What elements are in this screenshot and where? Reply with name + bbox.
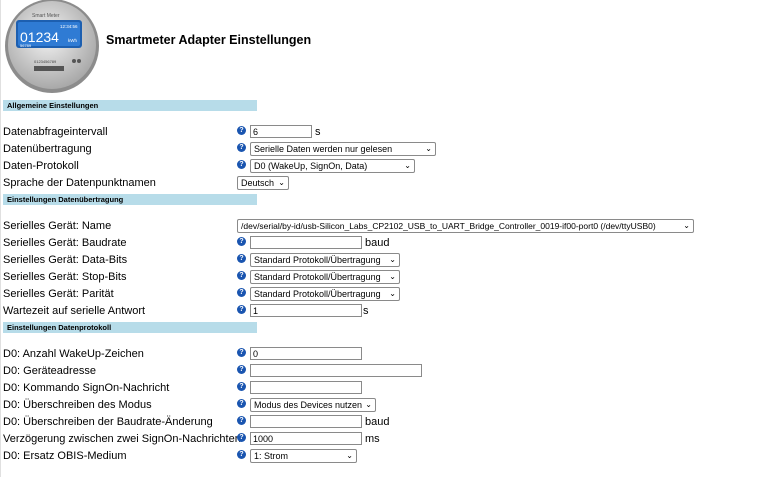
baud-unit: baud (365, 237, 390, 249)
wait-unit: s (363, 305, 369, 317)
smartmeter-logo: Smart Meter 12:34:56 01234 kWh 56789 012… (5, 0, 99, 93)
parity-label: Serielles Gerät: Parität (3, 288, 114, 300)
section-general: Allgemeine Einstellungen (3, 100, 257, 111)
delay-unit: ms (365, 433, 380, 445)
help-icon[interactable]: ? (237, 399, 246, 408)
help-icon[interactable]: ? (237, 433, 246, 442)
language-select-value: Deutsch (241, 178, 275, 188)
stopbits-select[interactable]: Standard Protokoll/Übertragung ⌄ (250, 270, 400, 284)
transfer-label: Datenübertragung (3, 143, 92, 155)
svg-text:56789: 56789 (20, 43, 32, 48)
mode-select-value: Modus des Devices nutzen (254, 400, 363, 410)
baudchange-label: D0: Überschreiben der Baudrate-Änderung (3, 416, 213, 428)
delay-label: Verzögerung zwischen zwei SignOn-Nachric… (3, 433, 241, 445)
language-select[interactable]: Deutsch⌄ (237, 176, 289, 190)
help-icon[interactable]: ? (237, 254, 246, 263)
device-select[interactable]: /dev/serial/by-id/usb-Silicon_Labs_CP210… (237, 219, 694, 233)
protocol-label: Daten-Protokoll (3, 160, 79, 172)
obis-label: D0: Ersatz OBIS-Medium (3, 450, 127, 462)
wakeup-input[interactable] (250, 347, 362, 360)
mode-select[interactable]: Modus des Devices nutzen⌄ (250, 398, 376, 412)
chevron-down-icon: ⌄ (365, 400, 372, 409)
section-protocol: Einstellungen Datenprotokoll (3, 322, 257, 333)
device-select-value: /dev/serial/by-id/usb-Silicon_Labs_CP210… (241, 221, 656, 231)
delay-input[interactable] (250, 432, 362, 445)
chevron-down-icon: ⌄ (389, 289, 396, 298)
baud-input[interactable] (250, 236, 362, 249)
help-icon[interactable]: ? (237, 450, 246, 459)
help-icon[interactable]: ? (237, 160, 246, 169)
wait-input[interactable] (250, 304, 362, 317)
help-icon[interactable]: ? (237, 416, 246, 425)
help-icon[interactable]: ? (237, 143, 246, 152)
chevron-down-icon: ⌄ (425, 144, 432, 153)
chevron-down-icon: ⌄ (389, 255, 396, 264)
interval-label: Datenabfrageintervall (3, 126, 108, 138)
stopbits-label: Serielles Gerät: Stop-Bits (3, 271, 127, 283)
parity-select-value: Standard Protokoll/Übertragung (254, 289, 381, 299)
address-label: D0: Geräteadresse (3, 365, 96, 377)
obis-select[interactable]: 1: Strom ⌄ (250, 449, 357, 463)
help-icon[interactable]: ? (237, 126, 246, 135)
databits-select-value: Standard Protokoll/Übertragung (254, 255, 381, 265)
page-title: Smartmeter Adapter Einstellungen (106, 33, 312, 47)
chevron-down-icon: ⌄ (346, 451, 353, 460)
address-input[interactable] (250, 364, 422, 377)
signon-label: D0: Kommando SignOn-Nachricht (3, 382, 170, 394)
svg-text:Smart Meter: Smart Meter (32, 13, 60, 19)
help-icon[interactable]: ? (237, 271, 246, 280)
help-icon[interactable]: ? (237, 288, 246, 297)
mode-label: D0: Überschreiben des Modus (3, 399, 152, 411)
device-label: Serielles Gerät: Name (3, 220, 112, 232)
help-icon[interactable]: ? (237, 305, 246, 314)
transfer-select[interactable]: Serielle Daten werden nur gelesen ⌄ (250, 142, 436, 156)
baud-label: Serielles Gerät: Baudrate (3, 237, 127, 249)
language-label: Sprache der Datenpunktnamen (3, 177, 156, 189)
help-icon[interactable]: ? (237, 382, 246, 391)
parity-select[interactable]: Standard Protokoll/Übertragung ⌄ (250, 287, 400, 301)
chevron-down-icon: ⌄ (683, 221, 690, 230)
chevron-down-icon: ⌄ (278, 178, 285, 187)
wait-label: Wartezeit auf serielle Antwort (3, 305, 146, 317)
chevron-down-icon: ⌄ (389, 272, 396, 281)
help-icon[interactable]: ? (237, 348, 246, 357)
svg-text:01234: 01234 (20, 29, 59, 45)
stopbits-select-value: Standard Protokoll/Übertragung (254, 272, 381, 282)
wakeup-label: D0: Anzahl WakeUp-Zeichen (3, 348, 144, 360)
databits-label: Serielles Gerät: Data-Bits (3, 254, 128, 266)
protocol-select[interactable]: D0 (WakeUp, SignOn, Data) ⌄ (250, 159, 415, 173)
signon-input[interactable] (250, 381, 362, 394)
left-border (0, 0, 1, 477)
obis-select-value: 1: Strom (254, 451, 289, 461)
help-icon[interactable]: ? (237, 237, 246, 246)
help-icon[interactable]: ? (237, 365, 246, 374)
transfer-select-value: Serielle Daten werden nur gelesen (254, 144, 393, 154)
chevron-down-icon: ⌄ (404, 161, 411, 170)
svg-text:0123456789: 0123456789 (34, 59, 57, 64)
protocol-select-value: D0 (WakeUp, SignOn, Data) (254, 161, 368, 171)
baudchange-input[interactable] (250, 415, 362, 428)
databits-select[interactable]: Standard Protokoll/Übertragung ⌄ (250, 253, 400, 267)
interval-input[interactable] (250, 125, 312, 138)
svg-text:kWh: kWh (68, 38, 77, 43)
svg-text:12:34:56: 12:34:56 (60, 24, 78, 29)
interval-unit: s (315, 126, 321, 138)
baudchange-unit: baud (365, 416, 390, 428)
section-transfer: Einstellungen Datenübertragung (3, 194, 257, 205)
